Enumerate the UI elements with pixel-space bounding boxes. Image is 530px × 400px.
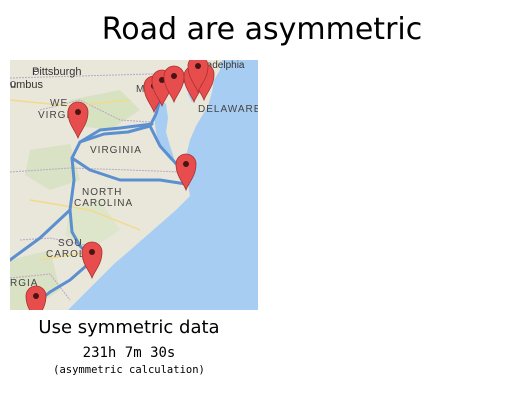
map-pin-dot <box>33 293 39 299</box>
city-dot <box>33 69 39 75</box>
label-west-virginia-2: VIRGI <box>38 110 70 121</box>
total-duration: 231h 7m 30s <box>82 345 176 361</box>
map-pin-icon[interactable] <box>81 241 103 280</box>
map-pin-icon[interactable] <box>175 153 197 192</box>
label-pittsburgh: Pittsburgh <box>32 66 82 78</box>
city-dot <box>10 81 16 87</box>
label-columbus: umbus <box>10 79 44 91</box>
land <box>10 60 222 310</box>
label-south-carolina-1: SOU <box>58 238 83 249</box>
label-north-carolina-1: NORTH <box>82 187 122 198</box>
map-pin-dot <box>195 63 201 69</box>
method-caption: Use symmetric data <box>38 317 220 338</box>
map-canvas: Pittsburgh umbus Philadelphia MA DELAWAR… <box>10 60 258 310</box>
map-pin-dot <box>183 161 189 167</box>
label-north-carolina-2: CAROLINA <box>74 198 133 209</box>
map-pin-dot <box>171 73 177 79</box>
label-delaware: DELAWARE <box>198 104 258 115</box>
route-map[interactable]: Pittsburgh umbus Philadelphia MA DELAWAR… <box>10 60 258 310</box>
duration-note: (asymmetric calculation) <box>53 364 205 376</box>
chesapeake-bay <box>154 100 174 160</box>
label-philadelphia: Philadelphia <box>190 60 245 71</box>
page-title: Road are asymmetric <box>101 12 423 47</box>
label-georgia: RGIA <box>10 278 38 289</box>
label-virginia: VIRGINIA <box>90 145 142 156</box>
label-west-virginia-1: WE <box>50 98 68 109</box>
forest-area <box>65 200 120 250</box>
label-south-carolina-2: CAROLI <box>46 249 89 260</box>
markers <box>25 60 215 310</box>
map-pin-dot <box>89 249 95 255</box>
map-pin-dot <box>159 77 165 83</box>
map-pin-icon[interactable] <box>163 65 185 104</box>
map-pin-icon[interactable] <box>187 60 209 94</box>
forest-area <box>25 144 80 190</box>
map-pin-icon[interactable] <box>67 101 89 140</box>
map-pin-dot <box>75 109 81 115</box>
